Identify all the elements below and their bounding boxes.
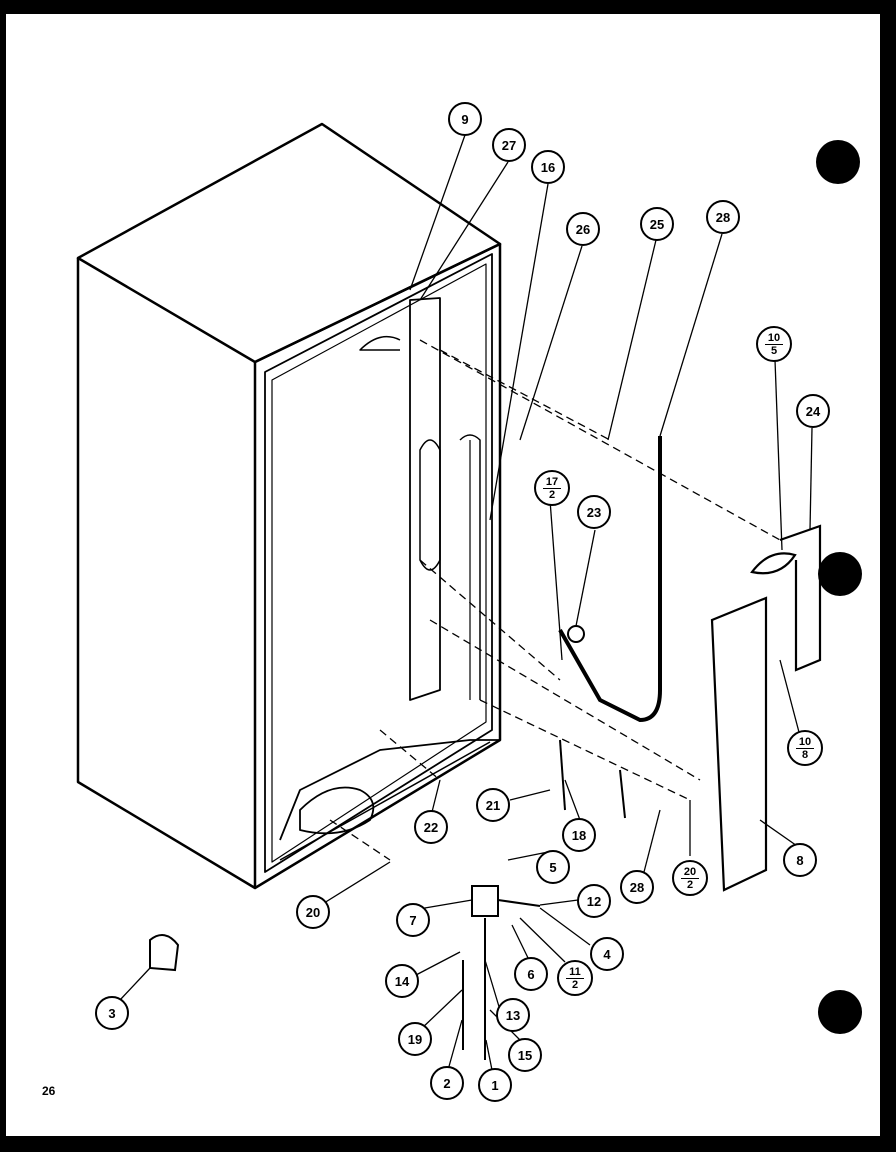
callout-19: 21: [476, 788, 510, 822]
access-panel: [710, 596, 768, 892]
scan-border-right: [880, 0, 896, 1152]
callout-8: 8: [783, 843, 817, 877]
callout-15: 16: [531, 150, 565, 184]
callout-18: 19: [398, 1022, 432, 1056]
page-number: 26: [42, 1084, 56, 1098]
callout-27: 23: [577, 495, 611, 529]
fitting: [567, 625, 585, 643]
compartment-base: [279, 741, 491, 861]
callout-16: 18: [562, 818, 596, 852]
fraction-denominator: 5: [770, 344, 778, 357]
callout-11: 12: [577, 884, 611, 918]
callout-10-over-8: 10 8: [787, 730, 823, 766]
callout-13: 14: [385, 964, 419, 998]
cover-bracket: [750, 552, 797, 575]
callout-5: 5: [536, 850, 570, 884]
callout-2: 2: [430, 1066, 464, 1100]
callout-4: 4: [590, 937, 624, 971]
callout-7: 7: [396, 903, 430, 937]
cover-panel: [779, 524, 822, 672]
tubing: [459, 434, 481, 700]
callout-10-over-5: 10 5: [756, 326, 792, 362]
scan-border-top: [0, 0, 896, 14]
fraction-denominator: 2: [686, 878, 694, 891]
fraction-denominator: 2: [548, 488, 556, 501]
fraction-numerator: 10: [764, 332, 784, 345]
machine-compartment: [279, 739, 500, 841]
binder-hole-bottom: [818, 990, 862, 1034]
callout-22: 24: [796, 394, 830, 428]
leveling-foot: [149, 934, 180, 972]
callout-20: 22: [414, 810, 448, 844]
fraction-numerator: 11: [566, 966, 584, 979]
callout-14: 15: [508, 1038, 542, 1072]
back-panel-outline: [264, 253, 493, 873]
compressor: [299, 786, 375, 835]
callout-20-over-2: 20 2: [672, 860, 708, 896]
fraction-numerator: 17: [542, 476, 562, 489]
fraction-denominator: 8: [801, 748, 809, 761]
callout-21: 20: [296, 895, 330, 929]
callout-11-over-2: 11 2: [557, 960, 593, 996]
drain-tube: [359, 335, 401, 351]
condenser-coil: [409, 297, 441, 701]
binder-hole-middle: [818, 552, 862, 596]
coil-loop: [419, 439, 441, 571]
callout-9: 9: [448, 102, 482, 136]
back-panel-inner: [271, 263, 487, 863]
scan-border-bottom: [0, 1136, 896, 1152]
water-valve: [471, 885, 499, 917]
callout-28: 28: [620, 870, 654, 904]
scan-border-left: [0, 0, 6, 1152]
cabinet-back: [254, 242, 502, 890]
callout-17-over-2: 17 2: [534, 470, 570, 506]
callout-23: 25: [640, 207, 674, 241]
fraction-denominator: 2: [571, 978, 579, 991]
cabinet-side: [76, 258, 257, 890]
callout-6: 6: [514, 957, 548, 991]
callout-1: 1: [478, 1068, 512, 1102]
callout-3: 3: [95, 996, 129, 1030]
water-line: [558, 436, 662, 723]
callout-25: 27: [492, 128, 526, 162]
cabinet-top: [76, 122, 502, 364]
fraction-numerator: 10: [795, 736, 815, 749]
callout-24: 26: [566, 212, 600, 246]
fraction-numerator: 20: [680, 866, 700, 879]
binder-hole-top: [816, 140, 860, 184]
callout-12: 13: [496, 998, 530, 1032]
callout-26: 28: [706, 200, 740, 234]
